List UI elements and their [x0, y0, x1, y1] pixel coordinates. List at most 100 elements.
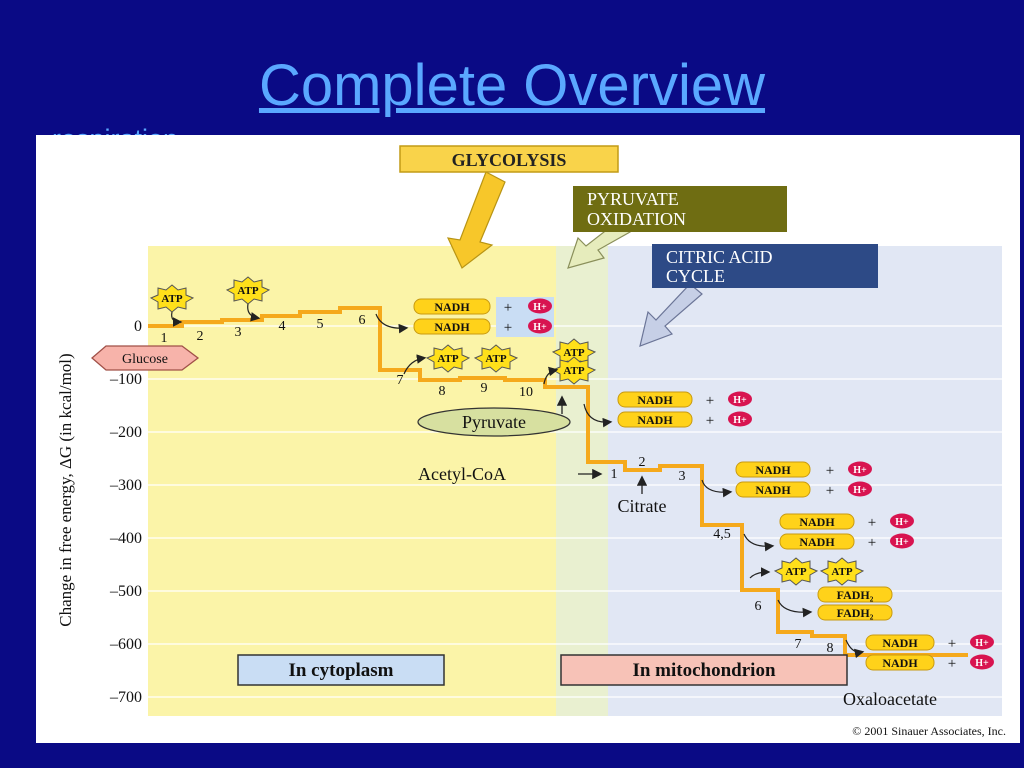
atp-burst-c2 — [819, 557, 865, 586]
plus-c5: + — [948, 636, 956, 652]
step-c45: 4,5 — [713, 527, 731, 542]
y-tick-0: 0 — [134, 318, 142, 335]
hplus-label-g1: H+ — [533, 302, 547, 313]
citric-acid-cycle-arrow — [639, 283, 703, 347]
step-c7: 7 — [795, 637, 802, 652]
plus-p1: + — [706, 393, 714, 409]
nadh-label-c5: NADH — [882, 636, 918, 650]
nadh-label-c3: NADH — [799, 515, 835, 529]
step-g7: 7 — [397, 373, 404, 388]
nadh-arrow-c1 — [701, 479, 733, 498]
plus-c6: + — [948, 656, 956, 672]
plus-c2: + — [826, 483, 834, 499]
nadh-label-c1: NADH — [755, 463, 791, 477]
hplus-label-p2: H+ — [733, 415, 747, 426]
plus-c3: + — [868, 515, 876, 531]
nadh-pill-g1 — [413, 298, 491, 315]
y-tick-500: –500 — [109, 583, 142, 600]
pyruvate-oxidation-label-line2: OXIDATION — [587, 209, 686, 229]
hplus-badge-c1 — [848, 461, 872, 477]
hplus-label-p1: H+ — [733, 395, 747, 406]
atp-label-1: ATP — [161, 293, 182, 305]
citric-acid-cycle-label-box — [652, 244, 878, 288]
atp-arrow-2 — [247, 303, 261, 322]
step-g5: 5 — [317, 317, 324, 332]
step-g6: 6 — [359, 313, 366, 328]
nadh-label-c6: NADH — [882, 656, 918, 670]
mitochondrion-box — [560, 654, 848, 686]
y-axis-label: Change in free energy, ΔG (in kcal/mol) — [56, 353, 75, 626]
citric-acid-cycle-label-line2: CYCLE — [666, 266, 725, 286]
hplus-label-c3: H+ — [895, 517, 909, 528]
cytoplasm-box — [237, 654, 445, 686]
fadh2-label-2: FADH₂ — [837, 606, 874, 620]
copyright-notice: © 2001 Sinauer Associates, Inc. — [852, 724, 1006, 738]
nadh-pill-c1 — [735, 461, 811, 478]
nadh-label-c4: NADH — [799, 535, 835, 549]
step-c6: 6 — [755, 599, 762, 614]
hplus-label-c1: H+ — [853, 465, 867, 476]
plus-p2: + — [706, 413, 714, 429]
y-tick-700: –700 — [109, 689, 142, 706]
cytoplasm-label: In cytoplasm — [288, 660, 393, 681]
hplus-badge-c4 — [890, 533, 914, 549]
step-g2: 2 — [197, 329, 204, 344]
y-tick-400: –400 — [109, 530, 142, 547]
nadh-label-g2: NADH — [434, 320, 470, 334]
citric-step-numbers: 1 2 3 4,5 6 7 8 — [611, 455, 834, 656]
step-c8: 8 — [827, 641, 834, 656]
nadh-arrow-c3 — [845, 639, 865, 659]
nadh-label-p2: NADH — [637, 413, 673, 427]
step-c2: 2 — [639, 455, 646, 470]
glycolysis-arrow — [446, 171, 506, 269]
y-tick-100: –100 — [109, 371, 142, 388]
plus-g2: + — [504, 320, 512, 336]
plus-g1: + — [504, 300, 512, 316]
glucose-hexagon — [91, 345, 200, 371]
pyruvate-label: Pyruvate — [462, 412, 526, 432]
glucose-label: Glucose — [122, 352, 168, 367]
nadh-label-p1: NADH — [637, 393, 673, 407]
step-g10: 10 — [519, 385, 533, 400]
citric-acid-cycle-label-line1: CITRIC ACID — [666, 247, 773, 267]
energy-staircase-line — [148, 306, 968, 657]
oxaloacetate-label: Oxaloacetate — [843, 689, 937, 709]
nadh-label-c2: NADH — [755, 483, 791, 497]
fadh2-pill-2 — [817, 604, 893, 621]
atp-arrow-c — [749, 567, 771, 579]
atp-label-4: ATP — [485, 353, 506, 365]
hplus-badge-c5 — [970, 634, 994, 650]
atp-burst-4 — [473, 344, 519, 373]
nadh-pill-g2 — [413, 318, 491, 335]
hplus-label-c2: H+ — [853, 485, 867, 496]
hplus-label-c6: H+ — [975, 658, 989, 669]
nadh-pill-c4 — [779, 533, 855, 550]
nadh-pill-p2 — [617, 411, 693, 428]
step-g4: 4 — [279, 319, 286, 334]
y-axis-ticks: 0 –100 –200 –300 –400 –500 –600 –700 — [109, 318, 142, 706]
atp-arrow-4 — [543, 366, 559, 385]
step-g1: 1 — [161, 331, 168, 346]
atp-burst-c1 — [773, 557, 819, 586]
slide-title: Complete Overview — [258, 53, 766, 118]
glycolysis-step-numbers: 1 2 3 4 5 6 7 8 9 10 — [161, 313, 534, 400]
fadh2-label-1: FADH₂ — [837, 588, 874, 602]
y-tick-300: –300 — [109, 477, 142, 494]
hplus-badge-c6 — [970, 654, 994, 670]
hplus-badge-g1 — [528, 298, 552, 314]
nadh-pill-c5 — [865, 634, 935, 651]
hplus-label-c5: H+ — [975, 638, 989, 649]
nadh-pill-c2 — [735, 481, 811, 498]
atp-label-c1: ATP — [785, 566, 806, 578]
hplus-badge-p2 — [728, 411, 752, 427]
atp-label-6: ATP — [563, 365, 584, 377]
plus-c4: + — [868, 535, 876, 551]
y-tick-200: –200 — [109, 424, 142, 441]
nadh-arrow-c2 — [743, 533, 775, 552]
atp-burst-6 — [551, 356, 597, 385]
hplus-badge-c3 — [890, 513, 914, 529]
atp-label-2: ATP — [237, 285, 258, 297]
atp-burst-3 — [425, 344, 471, 373]
atp-label-3: ATP — [437, 353, 458, 365]
mitochondrion-label: In mitochondrion — [632, 660, 775, 681]
